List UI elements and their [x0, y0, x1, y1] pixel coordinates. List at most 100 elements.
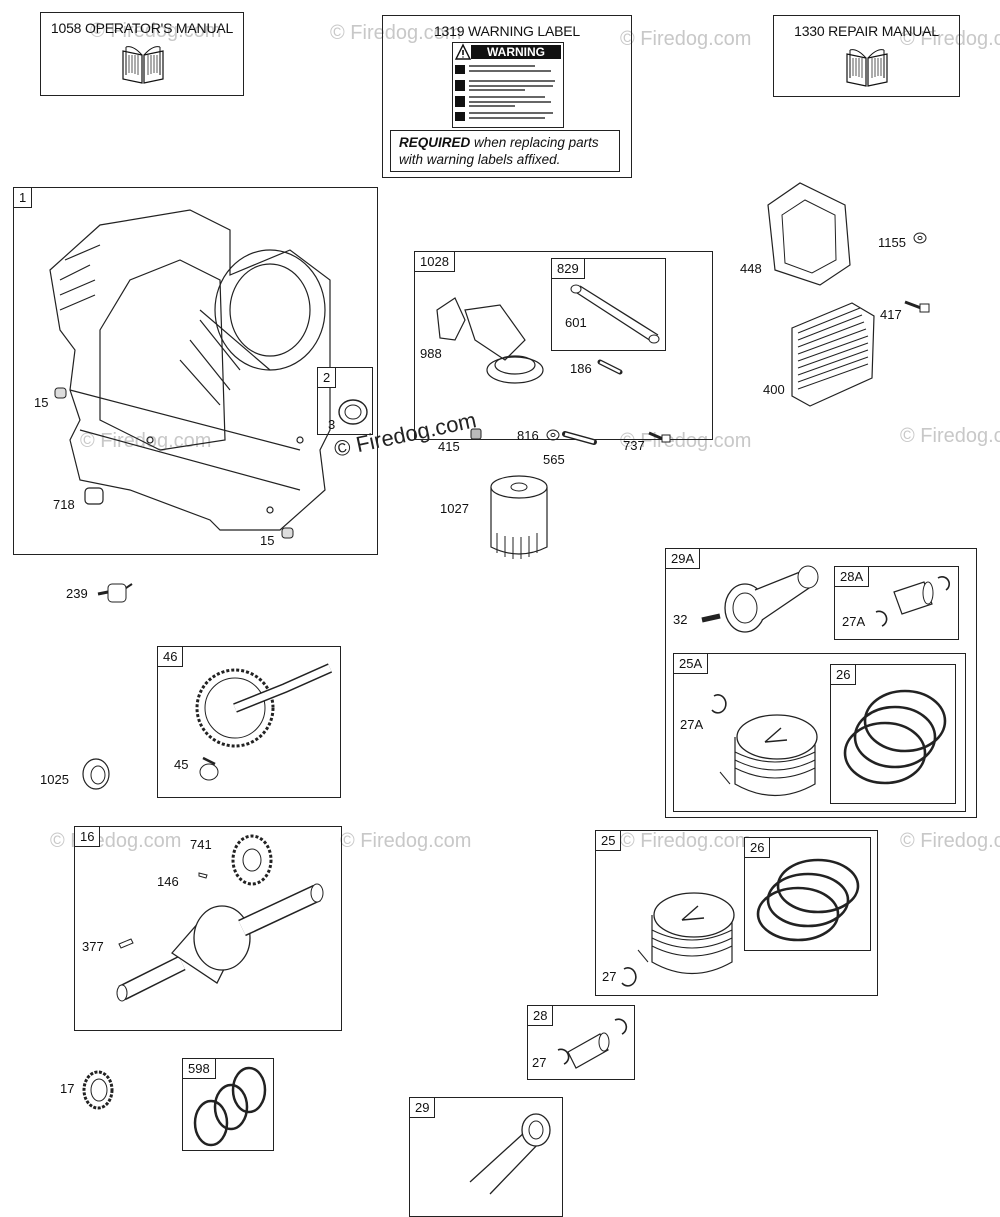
- warning-heading: WARNING: [471, 45, 561, 59]
- piston-drawing: [630, 890, 750, 980]
- piston-pin-drawing: [550, 1010, 635, 1078]
- group-box-1028[interactable]: 1028: [414, 251, 713, 440]
- bracket-drawing: [760, 175, 860, 290]
- part-label: 239: [66, 586, 88, 601]
- repair-manual-title: 1330 REPAIR MANUAL: [794, 23, 939, 39]
- part-label: 32: [673, 612, 688, 627]
- group-tag: 28A: [835, 567, 870, 587]
- part-label: 400: [763, 382, 785, 397]
- crank-gear-drawing: [229, 832, 275, 888]
- plug-drawing: [280, 525, 296, 541]
- operators-manual-title: 1058 OPERATOR'S MANUAL: [50, 20, 234, 36]
- group-tag: 29: [410, 1098, 436, 1118]
- watermark: © Firedog.com: [80, 430, 212, 452]
- group-box-2[interactable]: 2: [317, 367, 373, 435]
- part-label: 3: [328, 417, 336, 432]
- part-label: 1025: [40, 772, 69, 787]
- part-label: 1155: [878, 235, 906, 250]
- oil-filter-drawing: [485, 473, 553, 559]
- seal-drawing: [336, 395, 370, 429]
- part-label: 15: [34, 395, 49, 410]
- part-label: 377: [82, 939, 104, 954]
- part-label: 146: [157, 874, 179, 889]
- group-tag: 25A: [674, 654, 709, 674]
- group-box-26b[interactable]: 26: [744, 837, 871, 951]
- group-tag: 16: [75, 827, 101, 847]
- part-label: 816: [517, 428, 539, 443]
- group-tag: 28: [528, 1006, 554, 1026]
- watermark: © Firedog.com: [900, 425, 1000, 447]
- part-label: 17: [60, 1081, 75, 1096]
- group-box-25A[interactable]: 25A: [673, 653, 966, 812]
- warning-label-title: 1319 WARNING LABEL: [433, 23, 581, 39]
- group-box-29A[interactable]: 29A: [665, 548, 977, 818]
- bushing-drawing: [82, 483, 108, 509]
- part-label: 601: [565, 315, 587, 330]
- watermark: © Firedog.com: [900, 28, 1000, 50]
- group-box-46[interactable]: 46: [157, 646, 341, 798]
- camshaft-drawing: [195, 658, 335, 758]
- group-box-16[interactable]: 16: [74, 826, 342, 1031]
- group-tag: 829: [552, 259, 585, 279]
- watermark: © Firedog.com: [620, 830, 752, 852]
- tube-drawing: [566, 283, 664, 348]
- group-tag: 26: [745, 838, 771, 858]
- circlip-drawing: [708, 692, 728, 718]
- seal-drawing: [80, 1068, 116, 1112]
- part-label: 45: [174, 757, 189, 772]
- watermark: © Firedog.com: [90, 20, 222, 42]
- watermark: © Firedog.com: [900, 830, 1000, 852]
- group-tag: 29A: [666, 549, 701, 569]
- group-box-25[interactable]: 25: [595, 830, 878, 996]
- piston-drawing: [715, 712, 830, 802]
- connecting-rod-drawing: [700, 558, 830, 648]
- group-tag: 46: [158, 647, 184, 667]
- required-note: REQUIRED when replacing parts with warni…: [390, 130, 620, 172]
- operators-manual-box[interactable]: 1058 OPERATOR'S MANUAL: [40, 12, 244, 96]
- part-label: 27: [532, 1055, 547, 1070]
- group-tag: 2: [318, 368, 337, 388]
- lifter-drawing: [197, 754, 223, 782]
- part-label: 565: [543, 452, 565, 467]
- group-tag: 1: [14, 188, 33, 208]
- part-label: 1027: [440, 501, 469, 516]
- group-tag: 598: [183, 1059, 216, 1079]
- sensor-drawing: [96, 578, 136, 608]
- part-label: 186: [570, 361, 592, 376]
- oil-filter-adapter-drawing: [425, 280, 555, 390]
- warning-label-box[interactable]: 1319 WARNING LABEL: [382, 15, 632, 178]
- watermark: © Firedog.com: [330, 22, 462, 44]
- part-label: 27A: [842, 614, 866, 629]
- crankshaft-drawing: [112, 878, 327, 1013]
- part-label: 741: [190, 837, 212, 852]
- part-label: 448: [740, 261, 762, 276]
- group-box-1[interactable]: 1: [13, 187, 378, 555]
- group-box-598[interactable]: 598: [182, 1058, 274, 1151]
- crankcase-drawing: [40, 200, 340, 540]
- plug-drawing: [469, 426, 483, 442]
- fitting-drawing: [598, 356, 624, 378]
- piston-rings-drawing: [750, 852, 865, 948]
- group-box-28A[interactable]: 28A: [834, 566, 959, 640]
- part-label: 417: [880, 307, 902, 322]
- book-icon: [845, 46, 889, 88]
- group-box-829[interactable]: 829: [551, 258, 666, 351]
- piston-rings-drawing: [835, 683, 950, 793]
- repair-manual-box[interactable]: 1330 REPAIR MANUAL: [773, 15, 960, 97]
- key-drawing: [117, 936, 135, 950]
- group-box-26a[interactable]: 26: [830, 664, 956, 804]
- part-label: 15: [260, 533, 275, 548]
- washer-drawing: [912, 230, 928, 246]
- connecting-rod-drawing: [450, 1102, 560, 1197]
- warning-triangle-icon: [455, 44, 471, 60]
- plug-drawing: [53, 385, 69, 401]
- group-tag: 26: [831, 665, 857, 685]
- group-box-28[interactable]: 28: [527, 1005, 635, 1080]
- group-tag: 25: [596, 831, 622, 851]
- circlip-drawing: [618, 965, 638, 991]
- oil-cooler-drawing: [782, 298, 882, 410]
- part-label: 415: [438, 439, 460, 454]
- warning-sticker: WARNING: [452, 42, 564, 128]
- part-label: 718: [53, 497, 75, 512]
- piston-pin-drawing: [866, 570, 956, 636]
